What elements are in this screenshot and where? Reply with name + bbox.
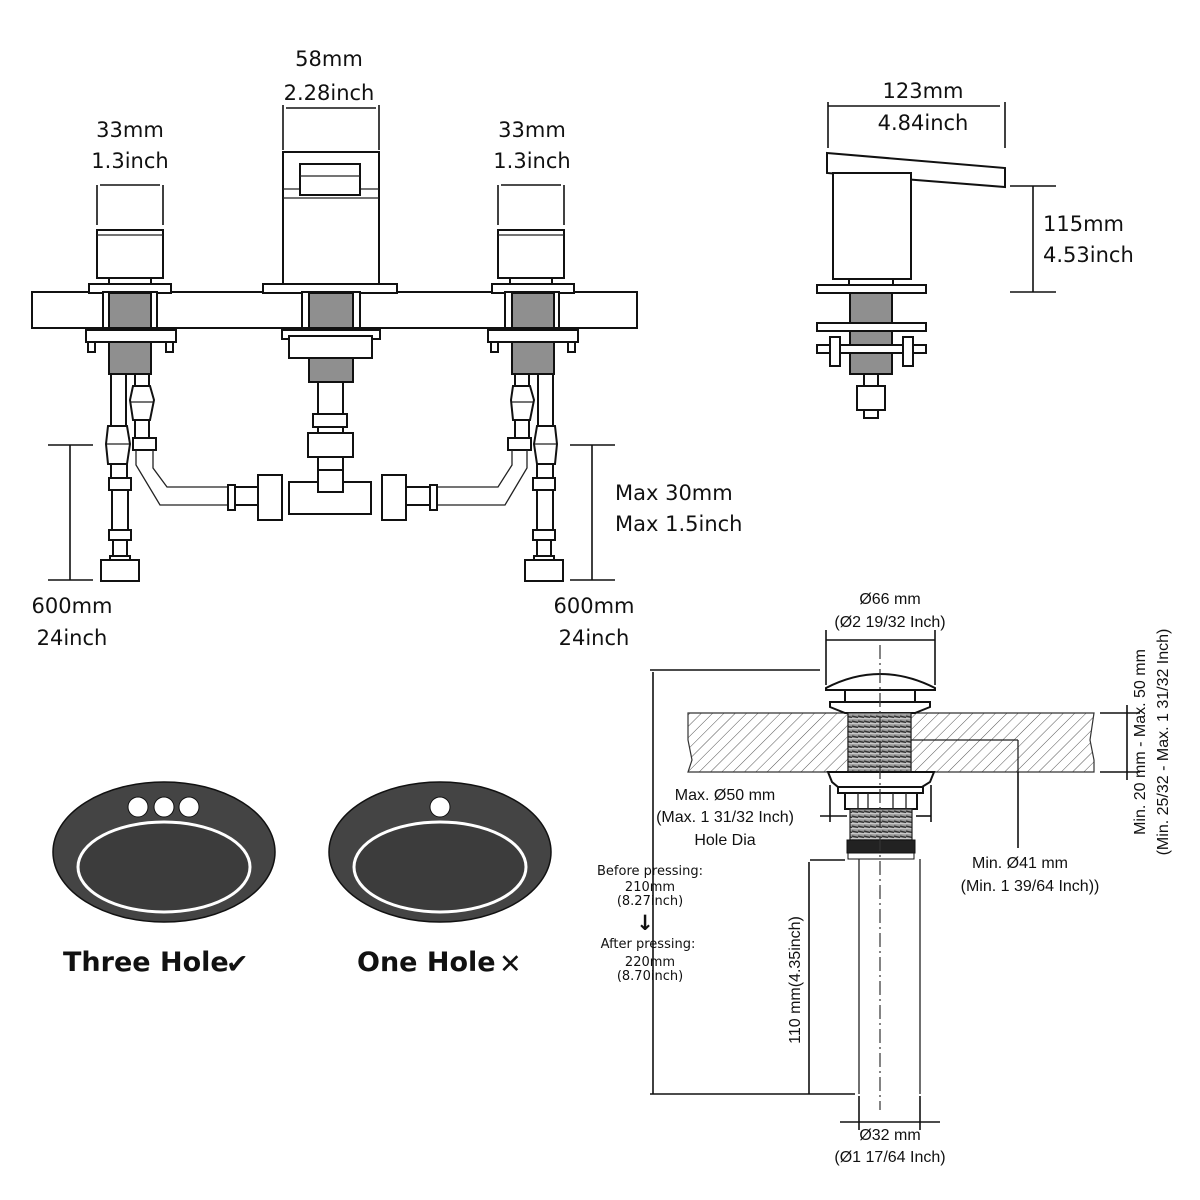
tap-hole: [127, 796, 149, 818]
counter-thickness-mm: Min. 20 mm - Max. 50 mm: [1132, 649, 1149, 835]
spout-width-mm: 58mm: [295, 47, 363, 71]
side-view: 123mm 4.84inch 115mm 4.53inch: [816, 79, 1134, 419]
counter-thickness-inch: (Min. 25/32 - Max. 1 31/32 Inch): [1155, 629, 1172, 856]
before-pressing-mm: 210mm: [625, 880, 675, 895]
three-hole-label: Three Hole: [63, 947, 229, 978]
side-body: [832, 172, 912, 280]
sink-one-hole: One Hole ✕: [328, 781, 552, 980]
left-handle-width-mm: 33mm: [96, 118, 164, 142]
cap-diameter-inch: (Ø2 19/32 Inch): [834, 614, 945, 631]
drain-thread-lower: [849, 808, 913, 841]
right-handle-width-inch: 1.3inch: [493, 149, 570, 173]
right-hose-length-inch: 24inch: [559, 626, 630, 650]
before-pressing-label: Before pressing:: [597, 864, 703, 879]
front-view: 33mm 1.3inch 58mm 2.28inch 33mm 1.3inch …: [31, 47, 743, 650]
cap-diameter-mm: Ø66 mm: [859, 591, 920, 608]
spout-reach-mm: 123mm: [883, 79, 964, 103]
left-handle-width-inch: 1.3inch: [91, 149, 168, 173]
hole-dia-max-mm: Max. Ø50 mm: [675, 787, 775, 804]
tail-length: 110 mm(4.35inch): [787, 916, 804, 1044]
cross-icon: ✕: [499, 949, 522, 980]
spout-assembly: [262, 105, 398, 515]
deck-max-inch: Max 1.5inch: [615, 512, 743, 536]
right-handle-width-mm: 33mm: [498, 118, 566, 142]
spout-height-mm: 115mm: [1043, 212, 1124, 236]
one-hole-label: One Hole: [357, 947, 496, 978]
spout-width-inch: 2.28inch: [284, 81, 375, 105]
left-handle-assembly: [85, 184, 283, 582]
min-hole-mm: Min. Ø41 mm: [972, 855, 1068, 872]
spout-height-inch: 4.53inch: [1043, 243, 1134, 267]
pop-up-drain: Ø66 mm (Ø2 19/32 Inch) Max. Ø50 mm (Max.…: [597, 591, 1172, 1166]
after-pressing-inch: (8.70inch): [617, 969, 683, 984]
spout-lever: [826, 151, 1006, 189]
tap-hole: [429, 796, 451, 818]
countertop-left: [687, 712, 849, 773]
tail-diameter-mm: Ø32 mm: [859, 1127, 920, 1144]
tap-hole: [153, 796, 175, 818]
countertop-right: [910, 712, 1095, 773]
hole-dia-max-inch: (Max. 1 31/32 Inch): [656, 809, 794, 826]
sink-three-hole: Three Hole ✔: [52, 781, 276, 980]
tap-hole: [178, 796, 200, 818]
left-hose-length-mm: 600mm: [32, 594, 113, 618]
deck-max-mm: Max 30mm: [615, 481, 733, 505]
right-handle-assembly: [381, 184, 579, 582]
right-handle: [497, 229, 565, 279]
arrow-down-icon: ↓: [636, 911, 654, 935]
hole-dia-caption: Hole Dia: [694, 832, 755, 849]
before-pressing-inch: (8.27inch): [617, 894, 683, 909]
check-icon: ✔: [226, 949, 249, 980]
left-handle: [96, 229, 164, 279]
tail-diameter-inch: (Ø1 17/64 Inch): [834, 1149, 945, 1166]
after-pressing-mm: 220mm: [625, 955, 675, 970]
left-hose-length-inch: 24inch: [37, 626, 108, 650]
right-hose-dimension: [570, 444, 615, 581]
spout-outlet: [299, 163, 361, 196]
right-hose-length-mm: 600mm: [554, 594, 635, 618]
left-hose-dimension: [48, 444, 93, 581]
spout-reach-inch: 4.84inch: [878, 111, 969, 135]
min-hole-inch: (Min. 1 39/64 Inch)): [961, 878, 1100, 895]
after-pressing-label: After pressing:: [601, 937, 696, 952]
